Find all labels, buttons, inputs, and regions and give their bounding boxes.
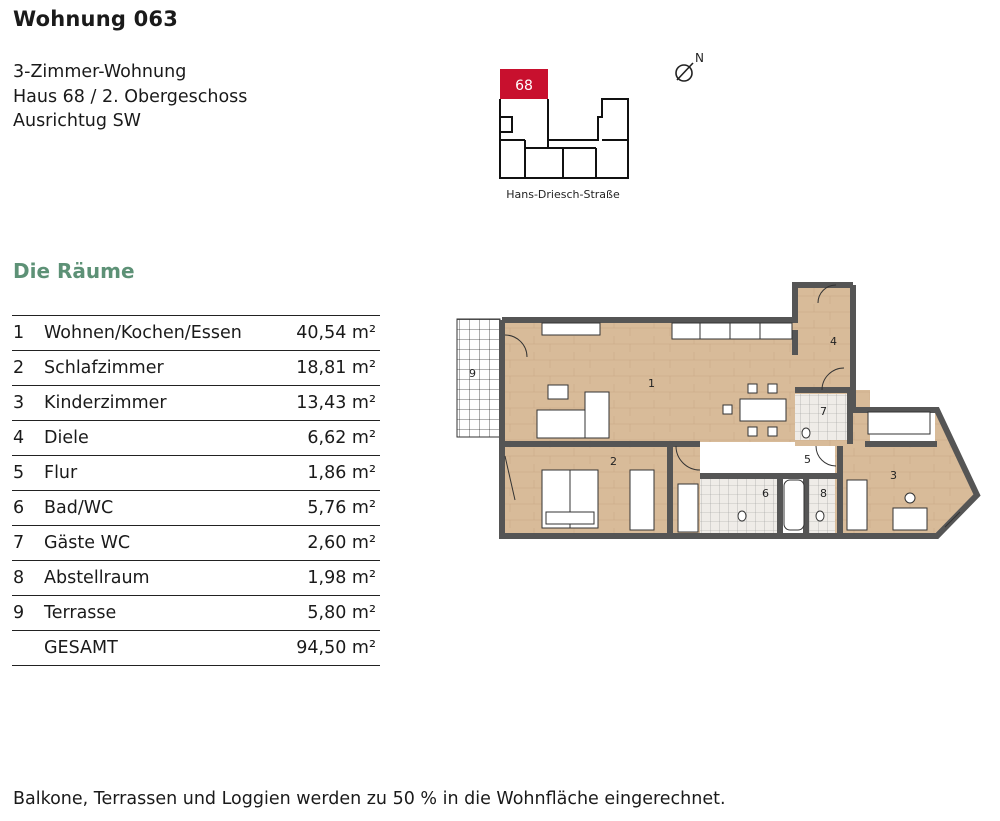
- plan-label-5: 5: [804, 453, 811, 466]
- apartment-title: Wohnung 063: [13, 7, 179, 31]
- apartment-type: 3-Zimmer-Wohnung: [13, 62, 187, 82]
- footnote: Balkone, Terrassen und Loggien werden zu…: [13, 789, 726, 809]
- plan-label-2: 2: [610, 455, 617, 468]
- bathroom-floor: [700, 476, 780, 534]
- apartment-orientation: Ausrichtug SW: [13, 111, 141, 131]
- plan-label-3: 3: [890, 469, 897, 482]
- street-label: Hans-Driesch-Straße: [506, 188, 620, 201]
- house-badge-label: 68: [515, 78, 533, 94]
- plan-label-4: 4: [830, 335, 837, 348]
- rooms-section-title: Die Räume: [13, 259, 135, 283]
- house-badge: [500, 69, 548, 99]
- plan-label-1: 1: [648, 377, 655, 390]
- floor-plan: 1 2 3 4 5 6 7 8 9: [456, 282, 981, 539]
- apartment-house: Haus 68 / 2. Obergeschoss: [13, 86, 248, 107]
- svg-text:N: N: [695, 51, 704, 65]
- plan-label-6: 6: [762, 487, 769, 500]
- plan-label-9: 9: [469, 367, 476, 380]
- apartment-info: 3-Zimmer-Wohnung Haus 68 / 2. Obergescho…: [13, 60, 247, 134]
- north-arrow-icon: N: [675, 51, 704, 82]
- storage-floor: [806, 476, 835, 534]
- plan-label-8: 8: [820, 487, 827, 500]
- plan-label-7: 7: [820, 405, 827, 418]
- terrace-area: [456, 318, 501, 438]
- site-plan: 68 Hans-Driesch-Straße N: [499, 51, 704, 201]
